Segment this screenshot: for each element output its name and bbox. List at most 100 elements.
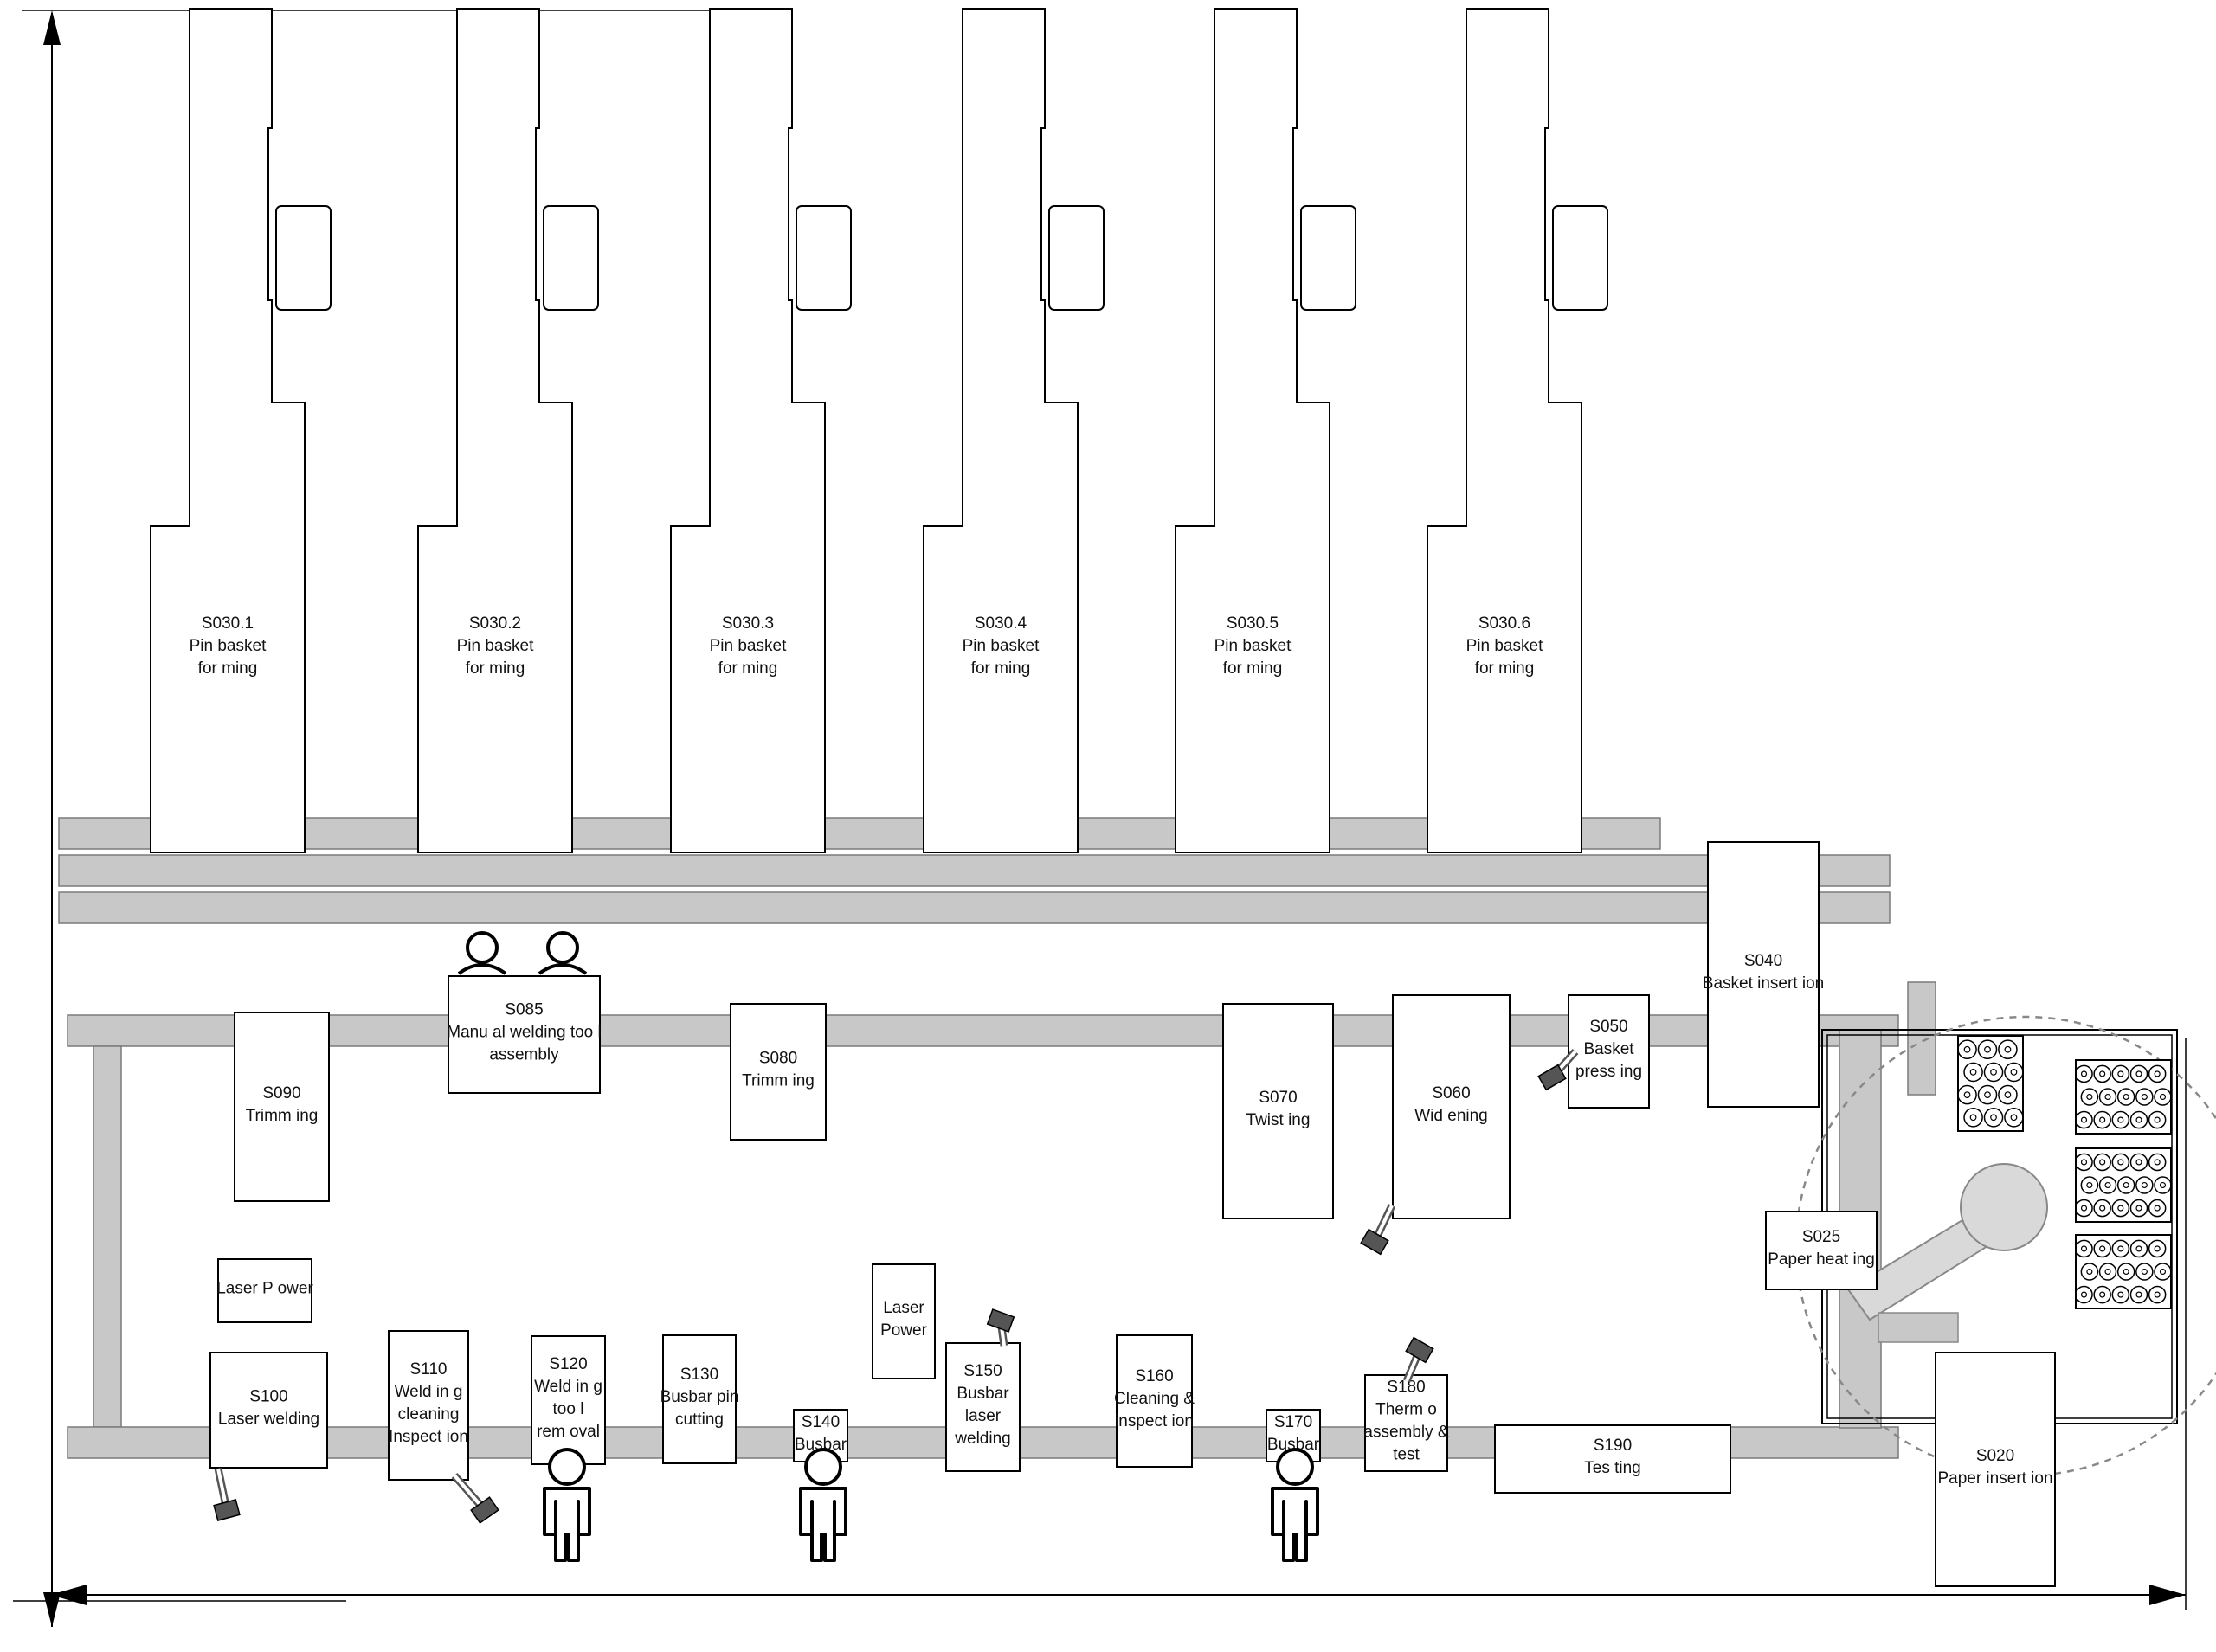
forming-station-label-line: for ming: [198, 659, 258, 678]
forming-station-label-line: for ming: [466, 659, 525, 678]
station-s050-label-line: S050: [1589, 1018, 1627, 1036]
station-s190-label-line: S190: [1594, 1437, 1632, 1455]
forming-station-label-line: Pin basket: [1466, 637, 1543, 655]
welding-tool-icon: [1537, 1048, 1579, 1091]
station-s180-label-line: S180: [1387, 1379, 1425, 1397]
station-s085-label-line: S085: [505, 1001, 543, 1019]
paper-roll-rack-icon: [2075, 1147, 2172, 1223]
station-s120-label-line: rem oval: [537, 1423, 600, 1441]
station-s025-label-line: S025: [1802, 1228, 1840, 1246]
station-s180-label-line: Therm o: [1375, 1401, 1437, 1419]
worker-icon: [457, 931, 507, 975]
station-s150-label-line: S150: [963, 1362, 1002, 1380]
forming-station-label-line: for ming: [1223, 659, 1283, 678]
robot-cell: [1794, 1015, 2216, 1477]
forming-tool-slot: [1300, 205, 1356, 311]
station-laser-power-left: Laser P ower: [216, 1258, 313, 1323]
station-s160-label-line: S160: [1135, 1367, 1173, 1385]
station-s020-label-line: S020: [1976, 1447, 2014, 1465]
worker-icon: [543, 1448, 591, 1562]
station-s100-label-line: Laser welding: [218, 1411, 319, 1429]
welding-tool-icon: [1360, 1204, 1396, 1256]
forming-tool-slot: [1552, 205, 1608, 311]
station-s070-label-line: S070: [1259, 1089, 1297, 1107]
paper-roll-rack-icon: [2075, 1059, 2172, 1135]
worker-icon: [799, 1448, 847, 1562]
forming-tool-slot: [796, 205, 852, 311]
forming-station-label-line: S030.3: [722, 614, 774, 633]
station-s110-label-line: Inspect ion: [389, 1428, 468, 1446]
upper-conveyors: [58, 817, 1891, 924]
station-s150-label-line: Busbar: [957, 1385, 1009, 1403]
station-s150-label-line: welding: [954, 1430, 1010, 1448]
station-s090-label-line: S090: [262, 1084, 300, 1102]
station-s150-label-line: laser: [965, 1407, 1002, 1425]
dimension-arrow-icon: [13, 10, 2187, 1627]
station-s110-label-line: S110: [410, 1360, 448, 1379]
forming-station-label-line: for ming: [718, 659, 778, 678]
station-s080-label-line: Trimm ing: [742, 1072, 815, 1090]
station-s040-label-line: S040: [1744, 952, 1782, 970]
station-s190-label-line: Tes ting: [1584, 1459, 1640, 1477]
welding-tool-icon: [451, 1473, 499, 1524]
station-laser-power-left-label-line: Laser P ower: [216, 1280, 313, 1298]
station-s050-label-line: press ing: [1575, 1063, 1642, 1081]
station-s060-label-line: Wid ening: [1414, 1107, 1488, 1125]
station-s130-label-line: cutting: [675, 1411, 724, 1429]
station-s100-label-line: S100: [249, 1388, 287, 1406]
station-s050-label-line: Basket: [1583, 1040, 1634, 1058]
station-s025-label-line: Paper heat ing: [1768, 1250, 1875, 1269]
station-s130-label-line: Busbar pin: [660, 1388, 739, 1406]
welding-tools: [213, 1048, 1579, 1524]
station-s070-label-line: Twist ing: [1246, 1111, 1311, 1129]
station-s085-label-line: Manu al welding too l: [447, 1024, 602, 1042]
station-s110-label-line: cleaning: [398, 1405, 460, 1424]
forming-station-label-line: Pin basket: [710, 637, 787, 655]
station-s170-label-line: Busbar: [1267, 1436, 1320, 1454]
station-s130-label-line: S130: [680, 1366, 718, 1384]
worker-icon: [538, 931, 588, 975]
forming-tool-slot: [275, 205, 332, 311]
forming-station-label-line: S030.2: [469, 614, 521, 633]
welding-tool-icon: [213, 1468, 241, 1521]
station-s180-label-line: test: [1393, 1446, 1420, 1464]
station-s110-label-line: Weld in g: [395, 1383, 463, 1401]
station-s080-label-line: S080: [759, 1050, 797, 1068]
station-s140-label-line: S140: [802, 1413, 840, 1431]
station-laser-power-mid-label-line: Laser: [883, 1299, 924, 1317]
workers: [457, 931, 1319, 1562]
forming-station-label-line: for ming: [971, 659, 1031, 678]
forming-tool-slot: [543, 205, 599, 311]
forming-station-label-line: Pin basket: [963, 637, 1040, 655]
station-s140-label-line: Busbar: [795, 1436, 847, 1454]
station-s120-label-line: S120: [549, 1355, 587, 1373]
station-laser-power-mid-label-line: Power: [880, 1321, 928, 1340]
welding-tool-icon: [986, 1308, 1015, 1347]
forming-tool-slot: [1048, 205, 1105, 311]
station-s060-label-line: S060: [1432, 1084, 1470, 1102]
forming-station-label-line: Pin basket: [1214, 637, 1292, 655]
